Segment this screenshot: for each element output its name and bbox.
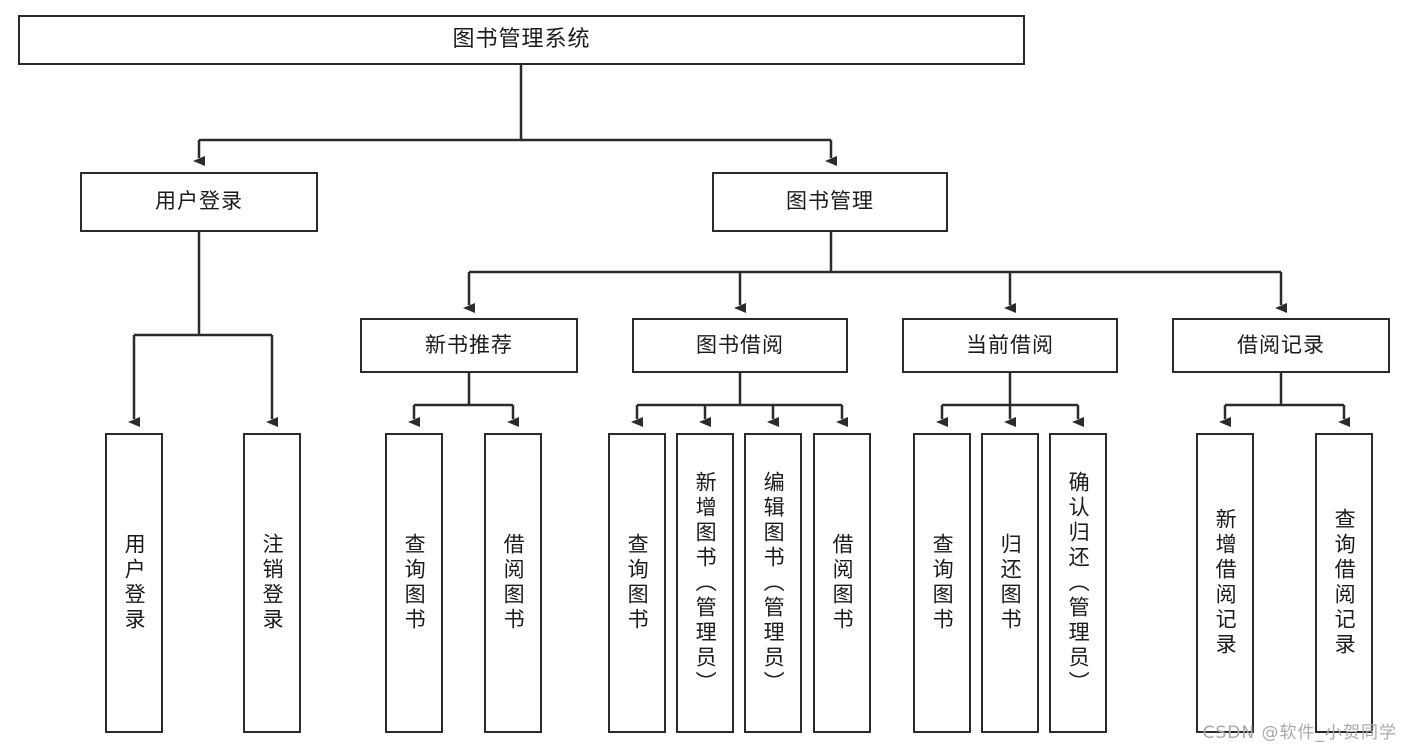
leaf-borrow-edit-book-admin[interactable]: 编辑图书（管理员） [744, 433, 802, 733]
leaf-user-login-signin[interactable]: 用户登录 [105, 433, 163, 733]
node-book-management[interactable]: 图书管理 [712, 172, 948, 232]
leaf-label: 新增图书（管理员） [693, 470, 718, 696]
leaf-current-return-book[interactable]: 归还图书 [981, 433, 1039, 733]
leaf-borrow-query-book[interactable]: 查询图书 [608, 433, 666, 733]
leaf-label: 查询借阅记录 [1332, 508, 1357, 658]
leaf-borrow-add-book-admin[interactable]: 新增图书（管理员） [676, 433, 734, 733]
node-root-system[interactable]: 图书管理系统 [18, 15, 1025, 65]
leaf-current-confirm-return-admin[interactable]: 确认归还（管理员） [1049, 433, 1107, 733]
leaf-label: 确认归还（管理员） [1066, 470, 1091, 696]
leaf-label: 注销登录 [260, 533, 285, 633]
leaf-label: 编辑图书（管理员） [761, 470, 786, 696]
node-user-login[interactable]: 用户登录 [80, 172, 318, 232]
leaf-user-login-signout[interactable]: 注销登录 [243, 433, 301, 733]
node-book-borrow[interactable]: 图书借阅 [632, 318, 848, 373]
csdn-watermark: CSDN @软件_小贺同学 [1202, 723, 1397, 743]
leaf-record-add-record[interactable]: 新增借阅记录 [1196, 433, 1254, 733]
leaf-label: 查询图书 [402, 533, 427, 633]
node-borrow-record[interactable]: 借阅记录 [1172, 318, 1390, 373]
leaf-current-query-book[interactable]: 查询图书 [913, 433, 971, 733]
node-new-book-recommend[interactable]: 新书推荐 [360, 318, 578, 373]
leaf-label: 借阅图书 [830, 533, 855, 633]
leaf-label: 新增借阅记录 [1213, 508, 1238, 658]
leaf-label: 查询图书 [625, 533, 650, 633]
leaf-borrow-borrow-book[interactable]: 借阅图书 [813, 433, 871, 733]
leaf-newbook-query-book[interactable]: 查询图书 [385, 433, 443, 733]
node-current-borrow[interactable]: 当前借阅 [902, 318, 1118, 373]
leaf-label: 借阅图书 [501, 533, 526, 633]
leaf-newbook-borrow-book[interactable]: 借阅图书 [484, 433, 542, 733]
leaf-record-query-record[interactable]: 查询借阅记录 [1315, 433, 1373, 733]
leaf-label: 归还图书 [998, 533, 1023, 633]
leaf-label: 用户登录 [122, 533, 147, 633]
leaf-label: 查询图书 [930, 533, 955, 633]
